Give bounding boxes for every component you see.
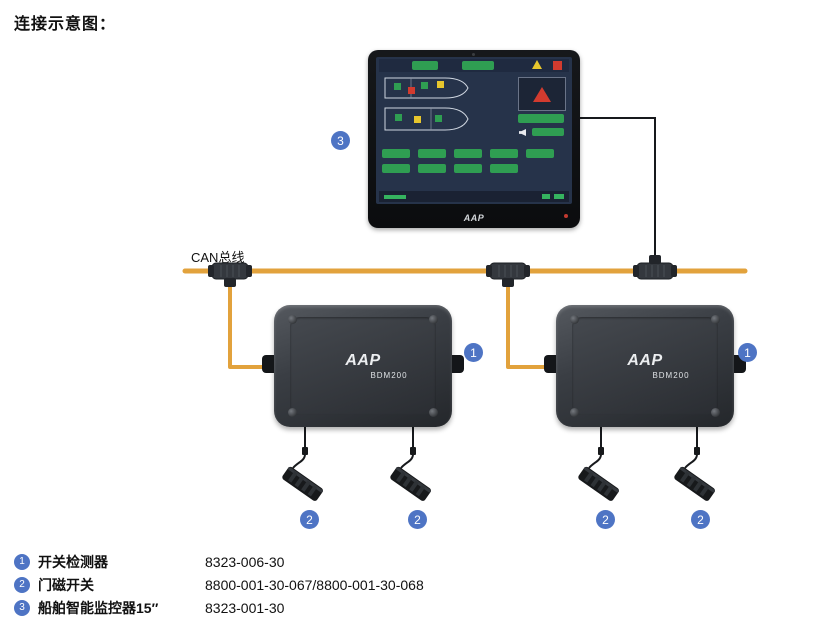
badge-switch-2: 2 (408, 510, 427, 529)
t-connector-1 (208, 262, 252, 287)
t-connector-2 (486, 262, 530, 287)
screen-top-button (412, 61, 438, 70)
screen-top-button (462, 61, 494, 70)
alarm-box (518, 77, 566, 111)
bdm-module-right: AAP BDM200 (544, 305, 746, 427)
screw-icon (711, 408, 720, 417)
status-text-block (384, 195, 406, 199)
badge-monitor: 3 (331, 131, 350, 150)
module-face (572, 317, 718, 415)
legend-part-number: 8800-001-30-067/8800-001-30-068 (205, 576, 424, 593)
screen-button (382, 164, 410, 173)
screw-icon (429, 315, 438, 324)
module-face (290, 317, 436, 415)
monitor: AAP (368, 50, 580, 228)
legend-label: 船舶智能监控器15″ (38, 599, 159, 616)
ship-deck-outline (384, 77, 469, 131)
can-bus-label: CAN总线 (191, 250, 245, 265)
door-switch-3 (576, 446, 622, 504)
badge-switch-1: 2 (300, 510, 319, 529)
module-right-port (452, 355, 464, 373)
legend-row: 3 船舶智能监控器15″ 8323-001-30 (14, 596, 424, 619)
screen-button (454, 149, 482, 158)
legend-part-number: 8323-001-30 (205, 599, 285, 616)
monitor-brand-logo: AAP (463, 213, 485, 223)
legend-num-badge: 3 (14, 599, 30, 616)
module-left-port (544, 355, 556, 373)
speaker-icon (519, 129, 526, 136)
screw-icon (288, 408, 297, 417)
screen-button (532, 128, 564, 136)
legend-row: 1 开关检测器 8323-006-30 (14, 550, 424, 573)
monitor-screen (376, 57, 572, 204)
legend-label: 开关检测器 (38, 553, 108, 570)
legend-row: 2 门磁开关 8800-001-30-067/8800-001-30-068 (14, 573, 424, 596)
camera-dot (472, 53, 475, 56)
screen-button (418, 149, 446, 158)
legend-label: 门磁开关 (38, 576, 94, 593)
legend-num-badge: 1 (14, 553, 30, 570)
screen-button (518, 114, 564, 123)
badge-switch-3: 2 (596, 510, 615, 529)
badge-module-left: 1 (464, 343, 483, 362)
status-battery-icon (554, 194, 564, 199)
screen-button (418, 164, 446, 173)
module-brand-logo: AAP (345, 352, 381, 369)
screen-button (382, 149, 410, 158)
screen-button (490, 149, 518, 158)
alarm-triangle-icon (533, 86, 551, 102)
drop-cable-left (228, 277, 268, 369)
screen-button (490, 164, 518, 173)
screw-icon (711, 315, 720, 324)
legend-num-badge: 2 (14, 576, 30, 593)
module-model-label: BDM200 (370, 371, 408, 380)
module-left-port (262, 355, 274, 373)
screen-status-bar (379, 191, 569, 202)
badge-switch-4: 2 (691, 510, 710, 529)
legend: 1 开关检测器 8323-006-30 2 门磁开关 8800-001-30-0… (14, 550, 424, 619)
door-switch-1 (280, 446, 326, 504)
module-model-label: BDM200 (652, 371, 690, 380)
module-brand-logo: AAP (627, 352, 663, 369)
alarm-indicator-icon (553, 61, 562, 70)
screw-icon (570, 408, 579, 417)
warning-triangle-icon (532, 60, 542, 69)
screw-icon (570, 315, 579, 324)
drop-cable-right (506, 277, 550, 369)
bdm-module-left: AAP BDM200 (262, 305, 464, 427)
screen-button (526, 149, 554, 158)
status-wifi-icon (542, 194, 550, 199)
power-led (564, 214, 568, 218)
page-title: 连接示意图： (14, 16, 117, 33)
screen-button (454, 164, 482, 173)
door-switch-4 (672, 446, 718, 504)
legend-part-number: 8323-006-30 (205, 553, 285, 570)
t-connector-3 (633, 255, 677, 280)
screw-icon (288, 315, 297, 324)
badge-module-right: 1 (738, 343, 757, 362)
screw-icon (429, 408, 438, 417)
monitor-to-bus-line (580, 117, 656, 260)
door-switch-2 (388, 446, 434, 504)
